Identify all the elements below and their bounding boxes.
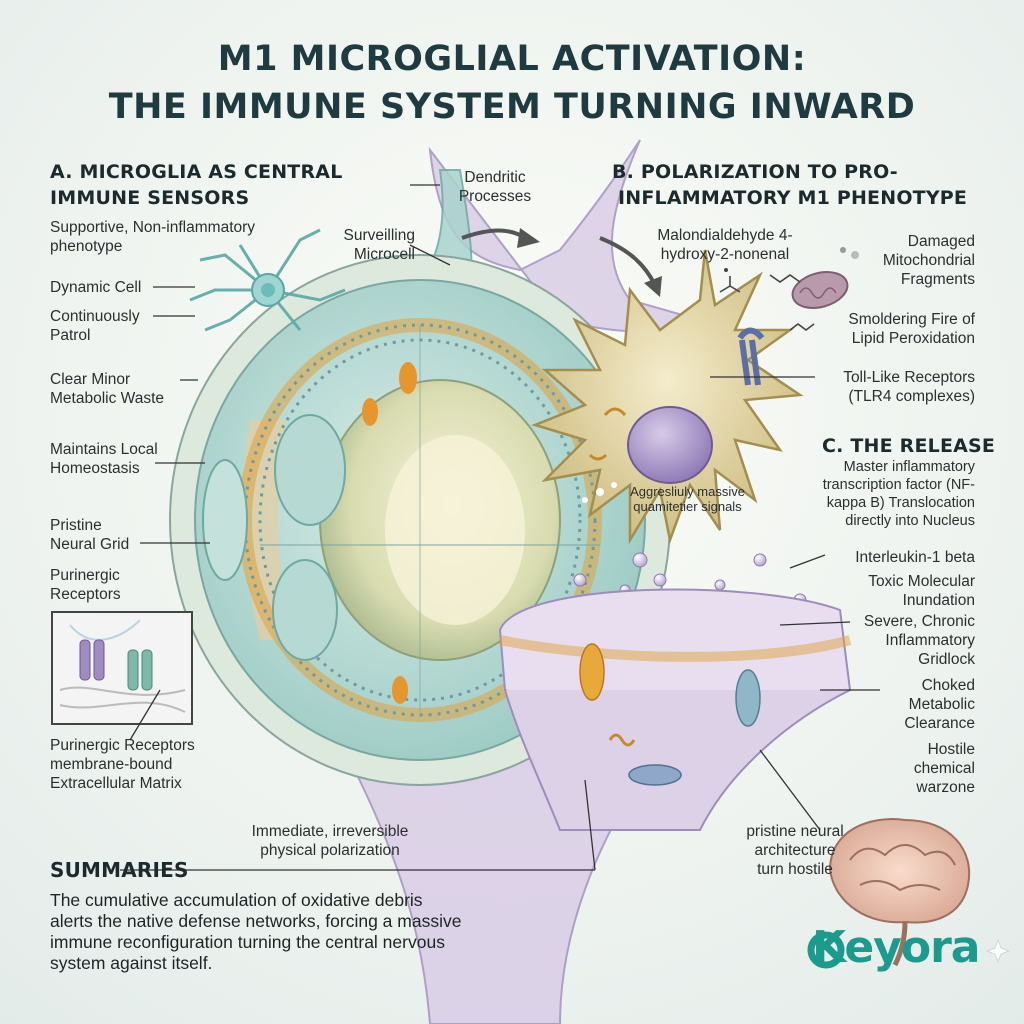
page-title-line-2: THE IMMUNE SYSTEM TURNING INWARD bbox=[108, 87, 916, 127]
label-mitochondrial-fragments: Damaged Mitochondrial Fragments bbox=[882, 233, 975, 288]
label-pristine-grid: Pristine Neural Grid bbox=[50, 517, 130, 553]
label-purinergic-receptors: Purinergic Receptors bbox=[50, 567, 121, 603]
label-aldehydes: Malondialdehyde 4-hydroxy-2-nonenal bbox=[657, 227, 793, 263]
label-dynamic-cell: Dynamic Cell bbox=[50, 279, 142, 296]
label-surveilling-microcell: Surveilling Microcell bbox=[343, 227, 415, 263]
label-chemical-warzone: Hostile chemical warzone bbox=[913, 741, 975, 796]
summaries-heading: SUMMARIES bbox=[50, 858, 189, 882]
label-supportive: Supportive, Non-inflammatory phenotype bbox=[50, 219, 256, 255]
label-homeostasis: Maintains Local Homeostasis bbox=[50, 441, 158, 477]
label-lipid-peroxidation: Smoldering Fire of Lipid Peroxidation bbox=[848, 311, 975, 347]
keyora-logo: Keyora bbox=[812, 922, 980, 973]
label-toll-like-receptors: Toll-Like Receptors (TLR4 complexes) bbox=[843, 369, 975, 405]
section-b-heading-line-2: INFLAMMATORY M1 PHENOTYPE bbox=[618, 187, 968, 209]
label-toxic-inundation: Toxic Molecular Inundation bbox=[868, 573, 975, 609]
label-clear-waste: Clear Minor Metabolic Waste bbox=[50, 371, 164, 407]
label-il1b: Interleukin-1 beta bbox=[855, 549, 975, 566]
section-c-heading: C. THE RELEASE bbox=[822, 435, 996, 457]
label-pristine-architecture: pristine neural architecture turn hostil… bbox=[746, 823, 844, 878]
label-nfkb: Master inflammatory transcription factor… bbox=[822, 459, 975, 529]
label-purinergic-matrix: Purinergic Receptors membrane-bound Extr… bbox=[50, 737, 195, 792]
label-aggressive-signals: Aggresliuly massive quamitetier signals bbox=[630, 484, 745, 514]
section-a-heading-line-2: IMMUNE SENSORS bbox=[50, 187, 250, 209]
section-a-heading-line-1: A. MICROGLIA AS CENTRAL bbox=[50, 161, 343, 183]
label-continuously-patrol: Continuously Patrol bbox=[50, 308, 140, 344]
summaries-text: The cumulative accumulation of oxidative… bbox=[50, 890, 462, 973]
label-choked-clearance: Choked Metabolic Clearance bbox=[904, 677, 975, 732]
label-inflammatory-gridlock: Severe, Chronic Inflammatory Gridlock bbox=[863, 613, 975, 668]
page-title-line-1: M1 MICROGLIAL ACTIVATION: bbox=[217, 39, 807, 79]
label-dendritic-processes: Dendritic Processes bbox=[458, 169, 532, 205]
section-b-heading-line-1: B. POLARIZATION TO PRO- bbox=[612, 161, 898, 183]
label-physical-polarization: Immediate, irreversible physical polariz… bbox=[251, 823, 409, 859]
